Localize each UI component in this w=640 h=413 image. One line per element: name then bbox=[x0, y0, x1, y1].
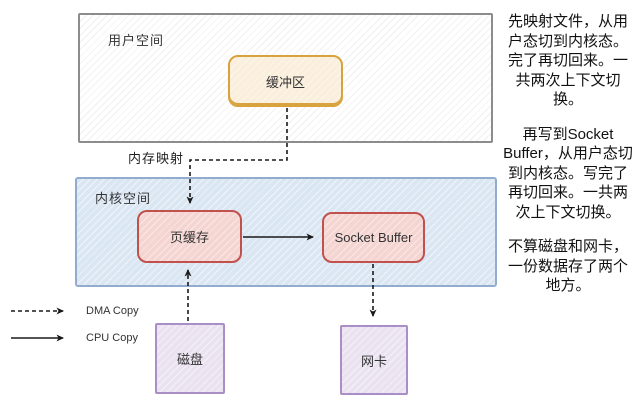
memory-mapping-label: 内存映射 bbox=[128, 151, 185, 166]
kernel-space-label: 内核空间 bbox=[95, 191, 152, 206]
socket-buffer-node: Socket Buffer bbox=[322, 212, 425, 263]
cpu-copy-arrow-icon bbox=[11, 334, 64, 341]
annotation-notes: 先映射文件，从用户态切到内核态。完了再切回来。一共两次上下文切换。 再写到Soc… bbox=[503, 12, 633, 311]
note-mmap-context-switch: 先映射文件，从用户态切到内核态。完了再切回来。一共两次上下文切换。 bbox=[507, 13, 628, 108]
disk-label: 磁盘 bbox=[176, 352, 203, 367]
disk-node: 磁盘 bbox=[155, 323, 225, 394]
legend: DMA Copy CPU Copy bbox=[10, 297, 139, 351]
note-socket-context-switch: 再写到Socket Buffer，从用户态切到内核态。写完了再切回来。一共两次上… bbox=[503, 125, 633, 221]
buffer-label: 缓冲区 bbox=[265, 74, 305, 90]
legend-row-dma: DMA Copy bbox=[10, 297, 139, 324]
nic-label: 网卡 bbox=[360, 353, 387, 369]
user-space-label: 用户空间 bbox=[108, 33, 165, 48]
note-data-duplication: 不算磁盘和网卡，一份数据存了两个地方。 bbox=[507, 238, 628, 294]
dma-copy-label: DMA Copy bbox=[86, 304, 139, 317]
dma-copy-arrow-icon bbox=[11, 307, 64, 314]
page-cache-label: 页缓存 bbox=[169, 230, 209, 245]
nic-node: 网卡 bbox=[340, 325, 408, 395]
buffer-node: 缓冲区 bbox=[228, 55, 343, 107]
legend-row-cpu: CPU Copy bbox=[10, 324, 139, 351]
page-cache-node: 页缓存 bbox=[137, 210, 242, 263]
socket-buffer-label: Socket Buffer bbox=[334, 230, 413, 245]
cpu-copy-label: CPU Copy bbox=[86, 331, 138, 344]
